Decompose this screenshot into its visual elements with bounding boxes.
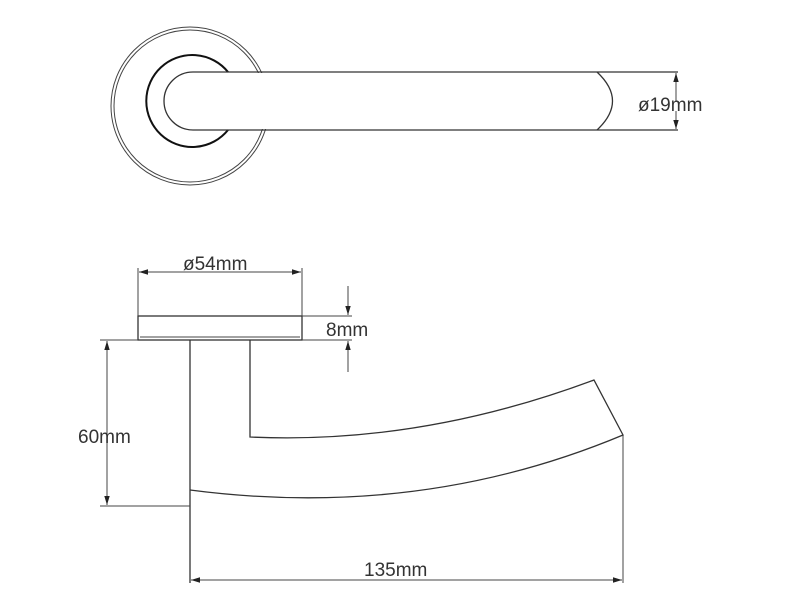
rose-side <box>137 315 303 341</box>
dim-rose-thickness: 8mm <box>326 320 368 341</box>
dim-lever-diameter: ø19mm <box>638 95 702 116</box>
collar-arc <box>145 54 229 148</box>
lever-bar <box>163 71 678 131</box>
dim-rose-diameter: ø54mm <box>183 254 247 275</box>
dim-length: 135mm <box>364 560 427 581</box>
lever-side <box>189 340 624 499</box>
top-view: ø19mm <box>110 26 702 186</box>
side-view: ø54mm 8mm 60mm 135mm <box>78 254 624 583</box>
lever-end-arc <box>596 71 613 131</box>
dim-height: 60mm <box>78 427 131 448</box>
